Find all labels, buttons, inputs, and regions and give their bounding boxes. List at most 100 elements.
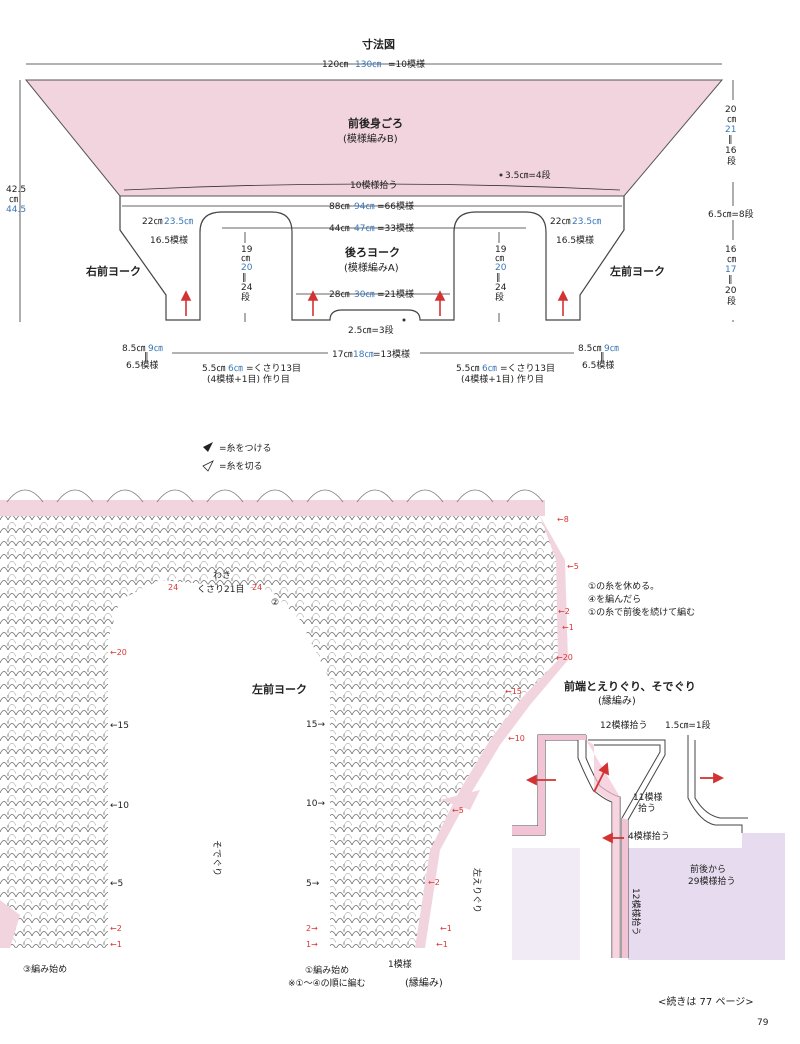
bot-side-right-bg — [574, 340, 630, 370]
inset-pick11-a: 11模様 — [633, 791, 662, 803]
yoke-outline — [119, 196, 625, 321]
pickup-arc — [123, 183, 621, 191]
bot-side-left-black: 8.5㎝ — [122, 344, 145, 354]
bot-arm-left-black: 5.5㎝ — [202, 364, 225, 374]
inset-pick29-a: 前後から — [690, 863, 726, 875]
continued-note: <続きは 77 ページ> — [658, 995, 754, 1008]
sleeve-edge-label: そでぐり — [211, 840, 222, 876]
row-number: ←5 — [452, 806, 464, 815]
row24-right: 24 — [252, 583, 262, 592]
bot-center-bg — [328, 346, 420, 360]
w28-blue: 30㎝ — [354, 290, 374, 300]
bot-arm-left-blue: 6㎝ — [228, 364, 243, 374]
inset-pick12-top: 12模様拾う — [600, 719, 647, 731]
bot-side-left-bg — [118, 340, 172, 370]
left-collar-edge-label: 左えりぐり — [471, 868, 483, 913]
right-h2-bg — [722, 240, 744, 320]
body-pattern: (模様編みB) — [343, 132, 398, 145]
bot-arm-right-black: 5.5㎝ — [456, 364, 479, 374]
w88-blue: 94㎝ — [354, 202, 374, 212]
right-row-numbers: ←8←5←2←1←20←15←10←5←2←1←1 — [428, 515, 579, 949]
note-line-2: ④を編んだら — [588, 593, 641, 605]
bot-arm-right-bg — [452, 360, 544, 386]
edging-label: (縁編み) — [405, 976, 443, 989]
row-number: ←2 — [558, 607, 570, 616]
w44-suffix: =33模様 — [377, 222, 414, 234]
right-h2-black: 16 — [725, 245, 737, 255]
row-number: 2→ — [306, 924, 318, 933]
right-h2-eq: ‖ — [728, 275, 733, 285]
row-number: ←15 — [110, 721, 129, 731]
shell-edge — [6, 489, 544, 503]
svg-text:12模様拾う: 12模様拾う — [630, 888, 642, 935]
inset-pick11-b: 拾う — [638, 802, 656, 814]
svg-text:そでぐり: そでぐり — [211, 840, 222, 876]
inset-red-arrows — [525, 762, 725, 844]
row-number: ←5 — [110, 879, 123, 889]
right-h1-blue: 21 — [725, 125, 736, 135]
page-title: 寸法図 — [362, 37, 395, 51]
right-h1-eq: ‖ — [728, 135, 733, 145]
side22-left-blue: 23.5㎝ — [164, 217, 193, 227]
bot-arm-left-suffix: =くさり13目 — [246, 363, 301, 374]
row-number: ←20 — [110, 648, 127, 657]
shell-scallop — [206, 489, 244, 503]
armhole-left-h-black: 19 — [241, 245, 253, 255]
bot-side-right-black: 8.5㎝ — [578, 344, 601, 354]
right-front-yoke-label: 右前ヨーク — [85, 264, 141, 278]
inset-pick29-b: 29模様拾う — [688, 875, 735, 887]
shell-scallop — [106, 489, 144, 503]
inset-pink-trims — [512, 735, 628, 958]
side22-right-pattern: 16.5模様 — [556, 234, 594, 246]
side22-right-blue: 23.5㎝ — [572, 217, 601, 227]
row-number: ←10 — [110, 801, 129, 811]
bot-side-left-eq: ‖ — [144, 352, 149, 362]
w44-black: 44㎝ — [329, 224, 349, 234]
shell-scallop — [156, 489, 194, 503]
bot-side-left-pattern: 6.5模様 — [126, 359, 158, 371]
inset-lavender-body — [625, 833, 785, 960]
row-number: ←1 — [440, 924, 452, 933]
chart-left-front-yoke: 左前ヨーク — [251, 682, 307, 696]
bot-center-black: 17㎝ — [332, 350, 352, 360]
right-h2-blue: 17 — [725, 265, 736, 275]
inset-subtitle: (縁編み) — [598, 694, 636, 707]
svg-text:左えりぐり: 左えりぐり — [471, 868, 483, 913]
side22-left-black: 22㎝ — [142, 217, 162, 227]
bot-side-left-blue: 9㎝ — [148, 344, 163, 354]
top-width-black: 120㎝ — [322, 60, 348, 70]
armhole-right-h-black: 19 — [495, 245, 507, 255]
right-h2-dan: 段 — [727, 295, 736, 307]
row-number: 15→ — [306, 720, 325, 730]
pickup-top: 10模様拾う — [350, 179, 397, 191]
inset-pick4: 4模様拾う — [628, 830, 670, 842]
right-h2-cm: ㎝ — [727, 255, 736, 265]
back-yoke-label: 後ろヨーク — [345, 245, 400, 259]
shell-scallop — [356, 489, 394, 503]
legend-cut-icon — [202, 460, 214, 472]
order-note: ※①～④の順に編む — [288, 977, 366, 989]
row-number: ←20 — [556, 653, 573, 662]
w28-suffix: =21模様 — [377, 288, 414, 300]
right-h1-cm: ㎝ — [727, 115, 736, 125]
back-yoke-pattern: (模様編みA) — [344, 261, 399, 274]
red-arrows — [180, 290, 569, 316]
body-label: 前後身ごろ — [348, 116, 403, 130]
bot-arm-right-blue: 6㎝ — [482, 364, 497, 374]
right-h1-black: 20 — [725, 105, 737, 115]
side22-right-black: 22㎝ — [550, 217, 570, 227]
row-top: 3.5㎝=4段 — [505, 169, 551, 181]
bot-arm-left-note: (4模様+1目) 作り目 — [207, 373, 290, 385]
inset-left-lavender — [512, 848, 580, 960]
shell-scallop — [256, 489, 294, 503]
armhole-right-dan: 段 — [495, 291, 504, 303]
center-gap: 2.5㎝=3段 — [348, 324, 394, 336]
right-mid: 6.5㎝=8段 — [708, 208, 754, 220]
shell-scallop — [56, 489, 94, 503]
start3-label: ③編み始め — [23, 963, 67, 975]
row-number: ←1 — [562, 623, 574, 632]
left-h-black: 42.5 — [6, 185, 26, 195]
chart-left-trim — [0, 900, 20, 948]
armhole-right-eq: ‖ — [496, 273, 501, 283]
